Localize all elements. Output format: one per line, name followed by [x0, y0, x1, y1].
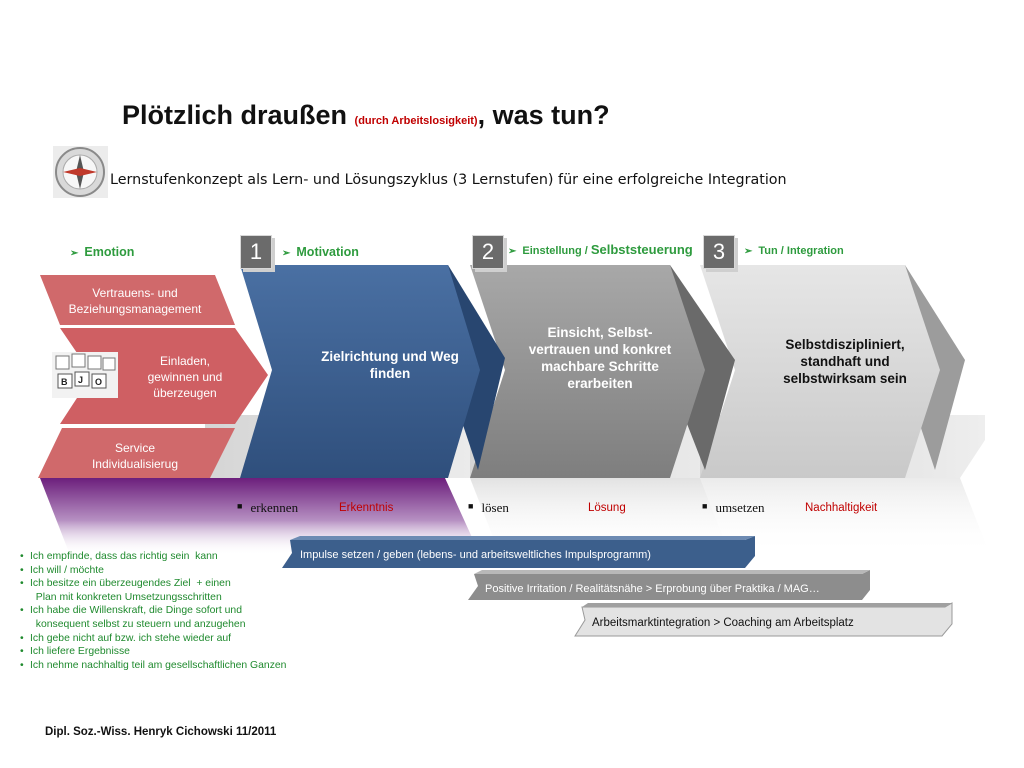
arrow-right-icon: ➢	[70, 248, 79, 259]
bar-3-text: Arbeitsmarktintegration > Coaching am Ar…	[592, 617, 854, 629]
verb-loesen: ■ lösen	[468, 500, 509, 516]
square-bullet-icon: ■	[237, 501, 243, 511]
compass-image	[53, 146, 108, 198]
arrow-right-icon: ➢	[744, 246, 753, 257]
header-emotion-label: Emotion	[84, 245, 135, 259]
header-tun: ➢ Tun / Integration	[744, 245, 844, 257]
noun-erkenntnis: Erkenntnis	[339, 502, 394, 514]
bar-2-shape	[468, 570, 870, 600]
svg-text:B: B	[61, 377, 68, 387]
verb-label: erkennen	[250, 500, 299, 515]
list-item: Ich habe die Willenskraft, die Dinge sof…	[20, 604, 286, 631]
bar-1-top	[290, 536, 755, 540]
title-end: , was tun?	[477, 100, 610, 130]
header-emotion: ➢ Emotion	[70, 245, 134, 259]
verb-umsetzen: ■ umsetzen	[702, 500, 765, 516]
step-badge-1: 1	[240, 235, 272, 269]
pink-box-3-shape	[38, 428, 235, 478]
gray-reflection-3	[700, 478, 990, 555]
square-bullet-icon: ■	[702, 501, 708, 511]
verb-label: lösen	[481, 500, 509, 515]
bar-2-top	[474, 570, 870, 574]
title-main: Plötzlich draußen	[122, 100, 355, 130]
step-badge-2: 2	[472, 235, 504, 269]
pink-box-1-shape	[40, 275, 235, 325]
gray-reflection-2	[470, 478, 730, 555]
bar-1-shape	[282, 536, 755, 568]
list-item: Ich empfinde, dass das richtig sein kann	[20, 550, 286, 564]
noun-nachhaltigkeit: Nachhaltigkeit	[805, 502, 878, 514]
list-item: Ich gebe nicht auf bzw. ich stehe wieder…	[20, 632, 286, 646]
bullet-list: Ich empfinde, dass das richtig sein kann…	[20, 550, 286, 672]
verb-erkennen: ■ erkennen	[237, 500, 298, 516]
list-item: Ich besitze ein überzeugendes Ziel + ein…	[20, 577, 286, 604]
purple-reflection	[40, 478, 480, 555]
list-item: Ich nehme nachhaltig teil am gesellschaf…	[20, 659, 286, 673]
noun-loesung: Lösung	[588, 502, 626, 514]
bar-2-text: Positive Irritation / Realitätsnähe > Er…	[485, 583, 820, 595]
step2-text: Einsicht, Selbst-vertrauen und konkret m…	[528, 325, 672, 391]
header-einstellung-label: Einstellung /	[522, 245, 591, 257]
svg-text:O: O	[95, 377, 102, 387]
bar-1-text: Impulse setzen / geben (lebens- und arbe…	[300, 549, 651, 561]
header-einstellung: ➢ Einstellung / Selbststeuerung	[508, 242, 693, 257]
svg-text:J: J	[78, 375, 83, 385]
page-subtitle: Lernstufenkonzept als Lern- und Lösungsz…	[110, 172, 787, 188]
square-bullet-icon: ■	[468, 501, 474, 511]
step3-chevron	[700, 265, 940, 478]
step1-text: Zielrichtung und Weg finden	[321, 349, 459, 381]
pink-box-1: Vertrauens- und Beziehungsmanagement	[68, 286, 202, 316]
footer-author: Dipl. Soz.-Wiss. Henryk Cichowski 11/201…	[45, 726, 277, 738]
list-item: Ich will / möchte	[20, 564, 286, 578]
pink-box-3: Service Individualisierug	[91, 441, 179, 471]
step-badge-3: 3	[703, 235, 735, 269]
header-motivation: ➢ Motivation	[282, 245, 359, 259]
list-item: Ich liefere Ergebnisse	[20, 645, 286, 659]
header-tun-label: Tun / Integration	[758, 245, 844, 257]
title-small: (durch Arbeitslosigkeit)	[354, 115, 478, 127]
arrow-right-icon: ➢	[282, 248, 291, 259]
header-selbststeuerung-label: Selbststeuerung	[590, 242, 693, 257]
arrow-right-icon: ➢	[508, 246, 517, 257]
bar-3-top	[582, 603, 952, 607]
page-title: Plötzlich draußen (durch Arbeitslosigkei…	[122, 100, 610, 131]
job-dice-image: J O B	[52, 352, 118, 398]
header-motivation-label: Motivation	[296, 245, 359, 259]
step2-chevron	[470, 265, 705, 478]
step1-chevron	[240, 265, 480, 478]
verb-label: umsetzen	[715, 500, 765, 515]
step3-text: Selbstdiszipliniert, standhaft und selbs…	[783, 337, 907, 386]
pink-box-2: Einladen, gewinnen und überzeugen	[147, 354, 223, 400]
